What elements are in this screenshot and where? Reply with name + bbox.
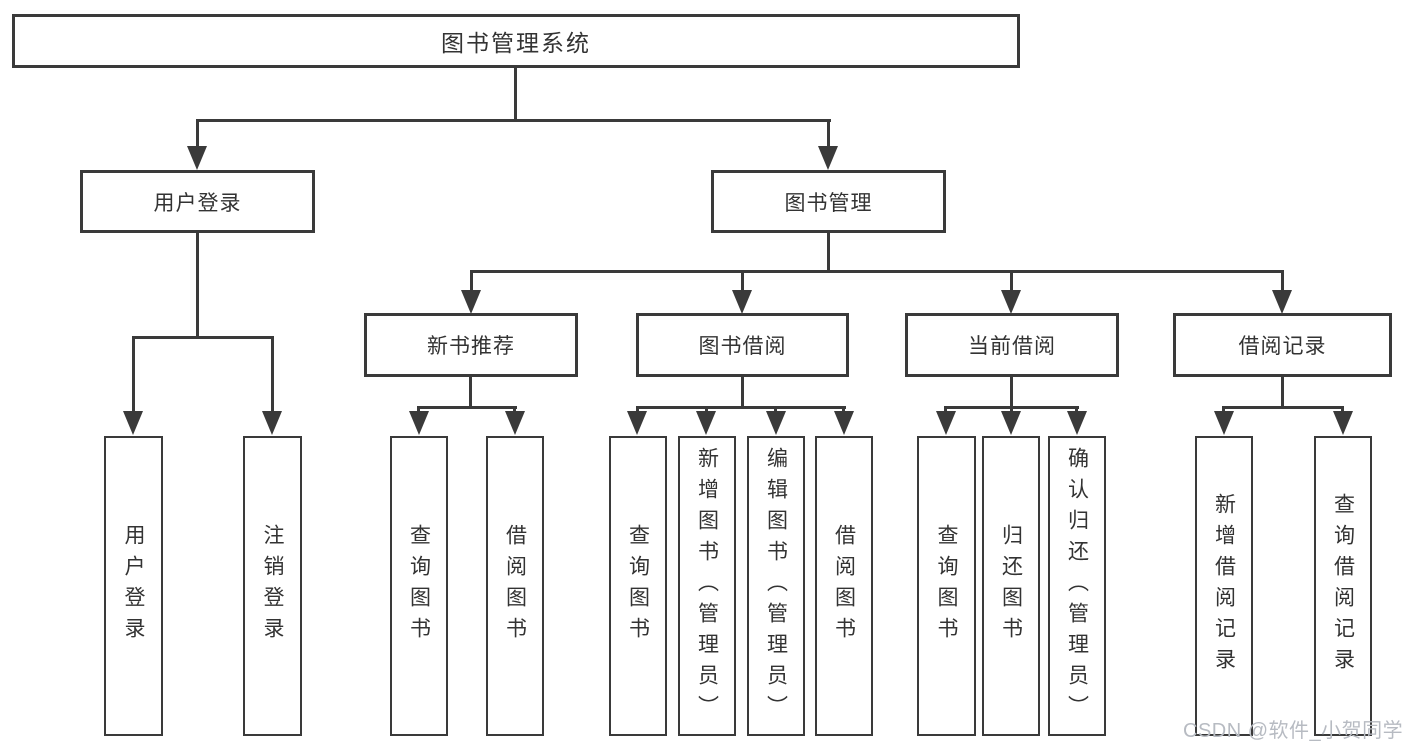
connector-book-borrow-shaft xyxy=(741,270,744,292)
node-book-management: 图书管理 xyxy=(711,170,946,233)
arrowhead-leaf-query2 xyxy=(627,411,647,435)
connector-root-crossbar xyxy=(196,119,831,122)
node-user-login-label: 用户登录 xyxy=(153,191,242,215)
node-new-book-recommendation: 新书推荐 xyxy=(364,313,578,377)
arrowhead-borrow-records xyxy=(1272,290,1292,314)
connector-book-borrow-crossbar xyxy=(636,406,846,409)
arrowhead-current-borrow xyxy=(1001,290,1021,314)
node-new-book-recommendation-label: 新书推荐 xyxy=(427,335,515,358)
leaf-label: 查询图书 xyxy=(407,524,431,648)
leaf-label: 查询图书 xyxy=(626,524,650,648)
connector-user-login-stem xyxy=(196,233,199,339)
arrowhead-leaf-add-book xyxy=(696,411,716,435)
leaf-query-books-current: 查询图书 xyxy=(917,436,976,736)
arrowhead-leaf-query1 xyxy=(409,411,429,435)
connector-current-borrow-shaft xyxy=(1010,270,1013,292)
leaf-label: 借阅图书 xyxy=(503,524,527,648)
connector-new-book-stem xyxy=(469,375,472,408)
connector-leaf-add-record-shaft xyxy=(1222,406,1225,415)
connector-leaf-borrow2-shaft xyxy=(842,406,845,415)
leaf-label: 新增借阅记录 xyxy=(1212,493,1236,679)
leaf-borrow-books-borrowing: 借阅图书 xyxy=(815,436,873,736)
arrowhead-leaf-add-record xyxy=(1214,411,1234,435)
connector-user-login-crossbar xyxy=(132,336,274,339)
leaf-label: 编辑图书（管理员） xyxy=(764,446,788,726)
leaf-label: 借阅图书 xyxy=(832,524,856,648)
node-root: 图书管理系统 xyxy=(12,14,1020,68)
connector-book-management-shaft xyxy=(827,119,830,149)
leaf-add-borrow-record: 新增借阅记录 xyxy=(1195,436,1253,736)
connector-leaf-add-book-shaft xyxy=(705,406,708,415)
connector-leaf-return-shaft xyxy=(1010,406,1013,415)
node-current-borrowing-label: 当前借阅 xyxy=(968,335,1056,358)
node-user-login: 用户登录 xyxy=(80,170,315,233)
arrowhead-leaf-edit-book xyxy=(766,411,786,435)
connector-current-borrow-stem xyxy=(1010,375,1013,408)
arrowhead-leaf-query3 xyxy=(936,411,956,435)
leaf-query-books-borrowing: 查询图书 xyxy=(609,436,667,736)
arrowhead-leaf-logout xyxy=(262,411,282,435)
leaf-label: 归还图书 xyxy=(999,524,1023,648)
leaf-label: 用户登录 xyxy=(122,524,145,648)
arrowhead-leaf-return xyxy=(1001,411,1021,435)
arrowhead-user-login xyxy=(187,146,207,170)
arrowhead-leaf-login xyxy=(123,411,143,435)
connector-leaf-edit-book-shaft xyxy=(774,406,777,415)
leaf-label: 查询图书 xyxy=(935,524,958,648)
connector-leaf-borrow1-shaft xyxy=(513,406,516,415)
leaf-label: 查询借阅记录 xyxy=(1331,493,1355,679)
connector-user-login-shaft xyxy=(196,119,199,149)
connector-borrow-records-crossbar xyxy=(1222,406,1344,409)
arrowhead-book-borrow xyxy=(732,290,752,314)
connector-leaf-confirm-return-shaft xyxy=(1075,406,1078,415)
leaf-logout: 注销登录 xyxy=(243,436,302,736)
arrowhead-leaf-borrow1 xyxy=(505,411,525,435)
connector-borrow-records-stem xyxy=(1281,375,1284,408)
connector-new-book-shaft xyxy=(470,270,473,292)
connector-book-management-stem xyxy=(827,233,830,273)
node-book-management-label: 图书管理 xyxy=(784,191,873,215)
connector-leaf-query1-shaft xyxy=(417,406,420,415)
leaf-borrow-books-recommend: 借阅图书 xyxy=(486,436,544,736)
leaf-query-books-recommend: 查询图书 xyxy=(390,436,448,736)
connector-leaf-query2-shaft xyxy=(636,406,639,415)
node-current-borrowing: 当前借阅 xyxy=(905,313,1119,377)
leaf-confirm-return-admin: 确认归还（管理员） xyxy=(1048,436,1106,736)
arrowhead-new-book xyxy=(461,290,481,314)
leaf-user-login: 用户登录 xyxy=(104,436,163,736)
connector-root-stem xyxy=(514,68,517,121)
connector-leaf-query3-shaft xyxy=(944,406,947,415)
node-book-borrowing-label: 图书借阅 xyxy=(698,335,787,358)
watermark: CSDN @软件_小贺同学 xyxy=(1183,720,1404,742)
connector-leaf-query-record-shaft xyxy=(1341,406,1344,415)
arrowhead-leaf-borrow2 xyxy=(834,411,854,435)
leaf-query-borrow-record: 查询借阅记录 xyxy=(1314,436,1372,736)
leaf-label: 新增图书（管理员） xyxy=(695,446,719,726)
arrowhead-leaf-confirm-return xyxy=(1067,411,1087,435)
connector-book-borrow-stem xyxy=(741,375,744,408)
connector-leaf-logout-shaft xyxy=(271,336,274,414)
connector-new-book-crossbar xyxy=(417,406,517,409)
leaf-label: 注销登录 xyxy=(261,524,284,648)
node-book-borrowing: 图书借阅 xyxy=(636,313,849,377)
node-borrowing-records-label: 借阅记录 xyxy=(1238,335,1327,358)
arrowhead-book-management xyxy=(818,146,838,170)
leaf-return-books: 归还图书 xyxy=(982,436,1040,736)
leaf-label: 确认归还（管理员） xyxy=(1065,446,1089,726)
connector-leaf-login-shaft xyxy=(132,336,135,414)
leaf-add-book-admin: 新增图书（管理员） xyxy=(678,436,736,736)
connector-borrow-records-shaft xyxy=(1281,270,1284,292)
node-root-label: 图书管理系统 xyxy=(441,30,591,56)
arrowhead-leaf-query-record xyxy=(1333,411,1353,435)
node-borrowing-records: 借阅记录 xyxy=(1173,313,1392,377)
connector-book-management-crossbar xyxy=(470,270,1284,273)
leaf-edit-book-admin: 编辑图书（管理员） xyxy=(747,436,805,736)
